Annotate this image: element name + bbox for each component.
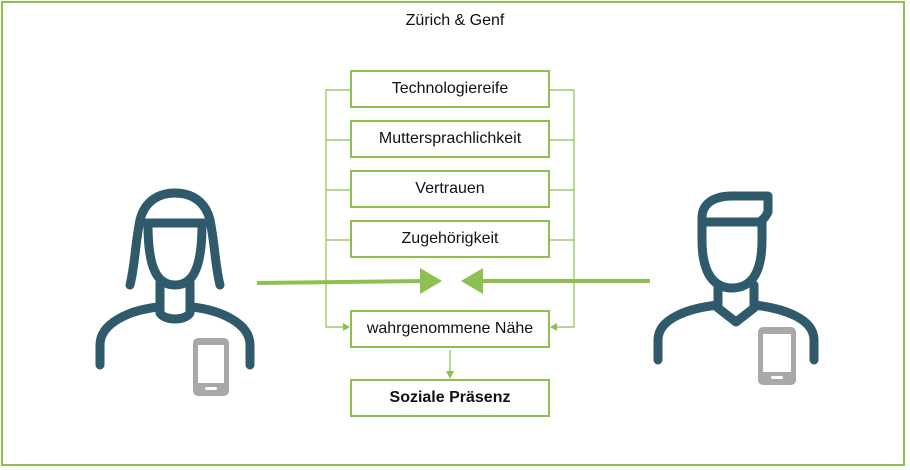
phone-icon — [758, 327, 796, 385]
mediator-box: wahrgenommene Nähe — [350, 310, 550, 348]
factor-box-vertrauen: Vertrauen — [350, 170, 550, 208]
factor-box-muttersprachlichkeit: Muttersprachlichkeit — [350, 120, 550, 158]
phone-icon — [193, 338, 229, 396]
left-bracket-arrowhead — [343, 323, 350, 331]
right-bracket-arrowhead — [550, 323, 557, 331]
outcome-box: Soziale Präsenz — [350, 379, 550, 417]
right-big-arrowhead — [461, 268, 483, 294]
down-arrowhead — [446, 371, 454, 379]
man-with-phone-icon — [653, 191, 819, 385]
factor-box-technologiereife: Technologiereife — [350, 70, 550, 108]
woman-with-phone-icon — [95, 188, 255, 396]
diagram-title: Zürich & Genf — [405, 12, 505, 29]
left-big-arrowhead — [420, 268, 442, 294]
factor-box-zugehoerigkeit: Zugehörigkeit — [350, 220, 550, 258]
